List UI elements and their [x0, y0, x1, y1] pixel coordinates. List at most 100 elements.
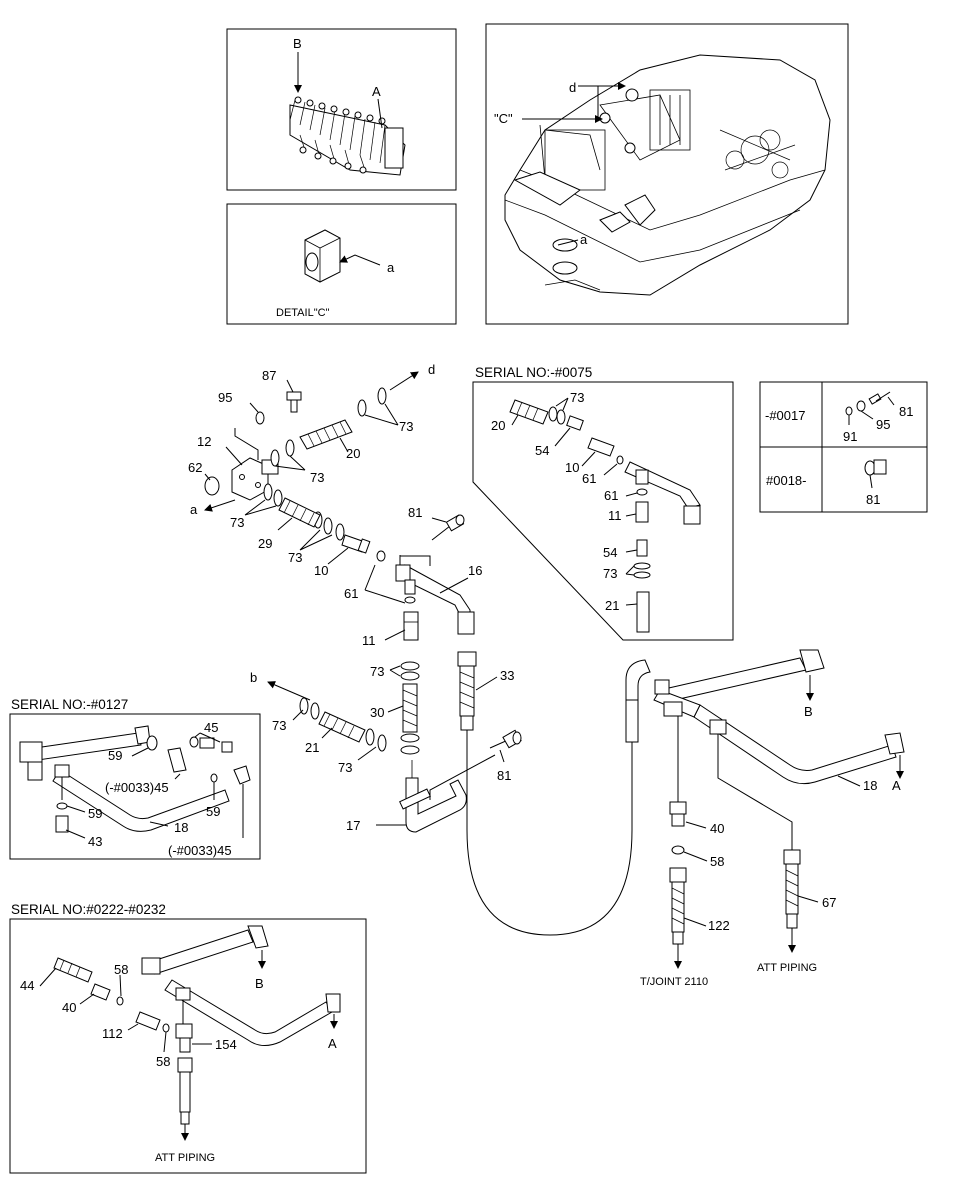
- hose-upper-right: [625, 659, 651, 743]
- serial-0127-callout-43: 43: [88, 834, 102, 849]
- detail-c-box: a DETAIL"C": [226, 203, 457, 325]
- pipe-18: [653, 649, 905, 785]
- callout-73-c: 73: [230, 515, 244, 530]
- serial-0127-title: SERIAL NO:-#0127: [11, 697, 128, 712]
- callout-67: 67: [822, 895, 836, 910]
- serial-0127-callout-59-c: 59: [206, 804, 220, 819]
- main-assembly: 87 95 12 62 a 20: [188, 362, 905, 988]
- callout-16: 16: [468, 563, 482, 578]
- callout-17: 17: [346, 818, 360, 833]
- serial-0127-callout-18: 18: [174, 820, 188, 835]
- serial-0222-box: SERIAL NO:#0222-#0232 B A 44 40 58: [9, 902, 367, 1174]
- callout-29: 29: [258, 536, 272, 551]
- serial-0075-callout-11: 11: [608, 508, 622, 523]
- machine-label-d: d: [569, 80, 576, 95]
- serial-0222-callout-58-b: 58: [156, 1054, 170, 1069]
- variant-row2-part: [864, 459, 887, 489]
- callout-122: 122: [708, 918, 730, 933]
- detail-c-pointer-label: a: [387, 260, 395, 275]
- oring-61-a: [376, 550, 386, 562]
- variant-row2-serial: #0018-: [766, 473, 806, 488]
- serial-0222-callout-B: B: [255, 976, 264, 991]
- serial-0222-title: SERIAL NO:#0222-#0232: [11, 902, 166, 917]
- callout-73-f: 73: [272, 718, 286, 733]
- serial-0075-callout-21: 21: [605, 598, 619, 613]
- callout-87: 87: [262, 368, 276, 383]
- variant-row1-91: 91: [843, 429, 857, 444]
- pipe-17: [399, 760, 467, 833]
- detail-c-caption: DETAIL"C": [276, 307, 330, 319]
- callout-62: 62: [188, 460, 202, 475]
- callout-61: 61: [344, 586, 358, 601]
- washer-95: [255, 411, 265, 425]
- callout-18-main: 18: [863, 778, 877, 793]
- callout-73-b: 73: [399, 419, 413, 434]
- long-hose-loop: [466, 730, 633, 936]
- serial-0075-callout-20: 20: [491, 418, 505, 433]
- variant-row1-serial: -#0017: [765, 408, 805, 423]
- callout-b: b: [250, 670, 257, 685]
- serial-0127-callout-45-a: 45: [204, 720, 218, 735]
- serial-0127-callout-59-b: 59: [88, 806, 102, 821]
- variant-row2-81: 81: [866, 492, 880, 507]
- serial-0075-title: SERIAL NO:-#0075: [475, 365, 592, 380]
- serial-0075-callout-61-b: 61: [604, 488, 618, 503]
- hose-67: [783, 849, 801, 929]
- oring-58: [671, 845, 685, 855]
- bolt-87: [286, 391, 302, 413]
- valve-label-a: A: [372, 84, 381, 99]
- block-illustration: [304, 229, 341, 283]
- orings-73-center: [400, 661, 420, 755]
- callout-73-g: 73: [338, 760, 352, 775]
- callout-10: 10: [314, 563, 328, 578]
- serial-0222-callout-44: 44: [20, 978, 34, 993]
- hose-21: [318, 711, 366, 743]
- oring-61-b: [404, 596, 416, 604]
- callout-d: d: [428, 362, 435, 377]
- control-valve-illustration: [289, 96, 406, 176]
- serial-0075-box: SERIAL NO:-#0075 73 20 54 10 61 61: [472, 365, 734, 641]
- callout-12: 12: [197, 434, 211, 449]
- orings-73-upper: [270, 387, 387, 467]
- callout-73-d: 73: [288, 550, 302, 565]
- hose-29: [278, 497, 321, 528]
- hose-att-piping: [177, 1057, 193, 1125]
- serial-0075-callout-73-b: 73: [603, 566, 617, 581]
- oring-62: [204, 476, 220, 496]
- hose-20-variant: [509, 399, 549, 425]
- flange-12: [231, 457, 279, 501]
- callout-a: a: [190, 502, 198, 517]
- att-piping-main: ATT PIPING: [757, 962, 817, 974]
- callout-81-b: 81: [497, 768, 511, 783]
- serial-0222-callout-112: 112: [102, 1026, 123, 1041]
- fitting-11: [403, 611, 419, 641]
- callout-11: 11: [362, 633, 376, 648]
- callout-30: 30: [370, 705, 384, 720]
- valve-label-b: B: [293, 36, 302, 51]
- pipe-16: [395, 564, 475, 635]
- callout-B-main: B: [804, 704, 813, 719]
- hose-44: [53, 957, 93, 983]
- variant-row1-parts: [845, 391, 895, 425]
- hose-30: [402, 683, 418, 733]
- callout-21: 21: [305, 740, 319, 755]
- callout-58-main: 58: [710, 854, 724, 869]
- serial-0127-callout-0033-45-a: (-#0033)45: [105, 780, 169, 795]
- serial-0222-callout-58-a: 58: [114, 962, 128, 977]
- machine-label-c: "C": [494, 111, 513, 126]
- machine-label-a: a: [580, 232, 588, 247]
- serial-0075-callout-61-a: 61: [582, 471, 596, 486]
- variant-row1-81: 81: [899, 404, 913, 419]
- serial-0075-callout-54-a: 54: [535, 443, 549, 458]
- orings-73-left: [299, 697, 387, 752]
- pipe-18-variant-2: [141, 925, 341, 1046]
- fitting-40: [669, 801, 687, 827]
- excavator-upper-illustration: [504, 54, 831, 296]
- callout-40-main: 40: [710, 821, 724, 836]
- hose-33: [457, 651, 477, 731]
- serial-0222-callout-A: A: [328, 1036, 337, 1051]
- pipe-16-variant: [624, 461, 701, 525]
- bolt-81-upper: [431, 514, 465, 541]
- adapter-10: [341, 534, 371, 554]
- tee-154: [175, 1023, 193, 1053]
